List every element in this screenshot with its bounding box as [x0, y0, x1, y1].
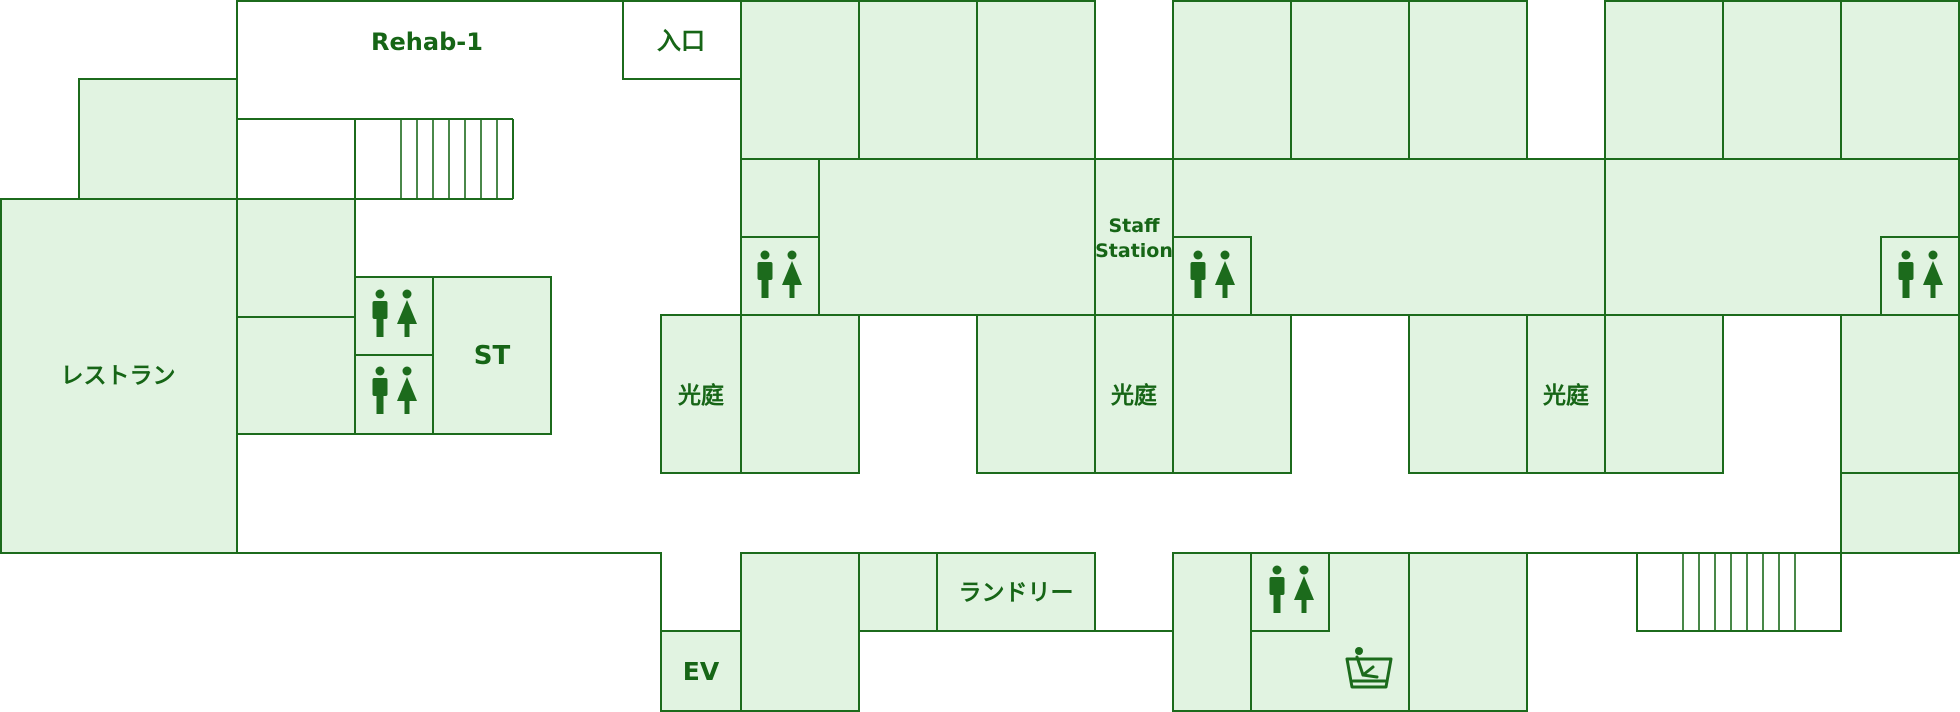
room-bottom-3	[1172, 552, 1252, 712]
restaurant-label: レストラン	[61, 363, 176, 389]
courtyard-2	[1094, 314, 1174, 474]
courtyard-label-3: 光庭	[1542, 382, 1589, 409]
restaurant-room[interactable]	[0, 198, 238, 554]
room-top-4	[1172, 0, 1292, 160]
laundry-room[interactable]	[936, 552, 1096, 632]
restroom-center-west[interactable]	[740, 236, 820, 316]
room-court-4	[1408, 314, 1528, 474]
west-stairs	[237, 118, 514, 277]
st-room[interactable]	[432, 276, 552, 435]
rehab-area-outline	[236, 0, 623, 118]
room-court-5	[1604, 314, 1724, 474]
courtyard-3	[1526, 314, 1606, 474]
room-mid-small	[740, 158, 820, 238]
entrance-label: 入口	[657, 27, 705, 55]
restroom-center[interactable]	[1172, 236, 1252, 316]
room-court-1	[740, 314, 860, 474]
st-label: ST	[474, 341, 511, 371]
courtyard-label-2: 光庭	[1110, 382, 1157, 409]
room-east-2	[1840, 472, 1960, 554]
laundry-label: ランドリー	[959, 580, 1074, 606]
room-bottom-4	[1408, 552, 1528, 712]
restroom-west-2[interactable]	[354, 354, 434, 435]
restroom-west-1[interactable]	[354, 276, 434, 356]
ev-label: EV	[683, 657, 720, 686]
room-top-2	[858, 0, 978, 160]
restroom-south[interactable]	[1250, 552, 1330, 632]
room-west-b	[236, 316, 356, 435]
room-east-1	[1840, 314, 1960, 474]
east-stairs	[1636, 553, 1842, 632]
staff-station-label-2: Station	[1095, 240, 1173, 262]
courtyard-label-1: 光庭	[677, 382, 724, 409]
room-top-3	[976, 0, 1096, 160]
room-top-6	[1408, 0, 1528, 160]
staff-station[interactable]	[1094, 158, 1174, 316]
room-top-7	[1604, 0, 1724, 160]
room-west-a	[236, 198, 356, 318]
west-corridor-outline	[237, 552, 662, 711]
room-bottom-2	[858, 552, 938, 632]
bath-icon	[1345, 647, 1393, 689]
rehab-label: Rehab-1	[371, 28, 483, 56]
room-top-1	[740, 0, 860, 160]
staff-station-label-1: Staff	[1109, 215, 1161, 237]
room-top-5	[1290, 0, 1410, 160]
room-bottom-1	[740, 552, 860, 712]
room-top-8	[1722, 0, 1842, 160]
room-court-2	[976, 314, 1096, 474]
ev-room[interactable]	[660, 630, 742, 712]
room-west-upper	[78, 78, 238, 200]
room-court-3	[1172, 314, 1292, 474]
room-top-9	[1840, 0, 1960, 160]
room-mid-1	[818, 158, 1096, 316]
restroom-east[interactable]	[1880, 236, 1960, 316]
courtyard-1	[660, 314, 742, 474]
